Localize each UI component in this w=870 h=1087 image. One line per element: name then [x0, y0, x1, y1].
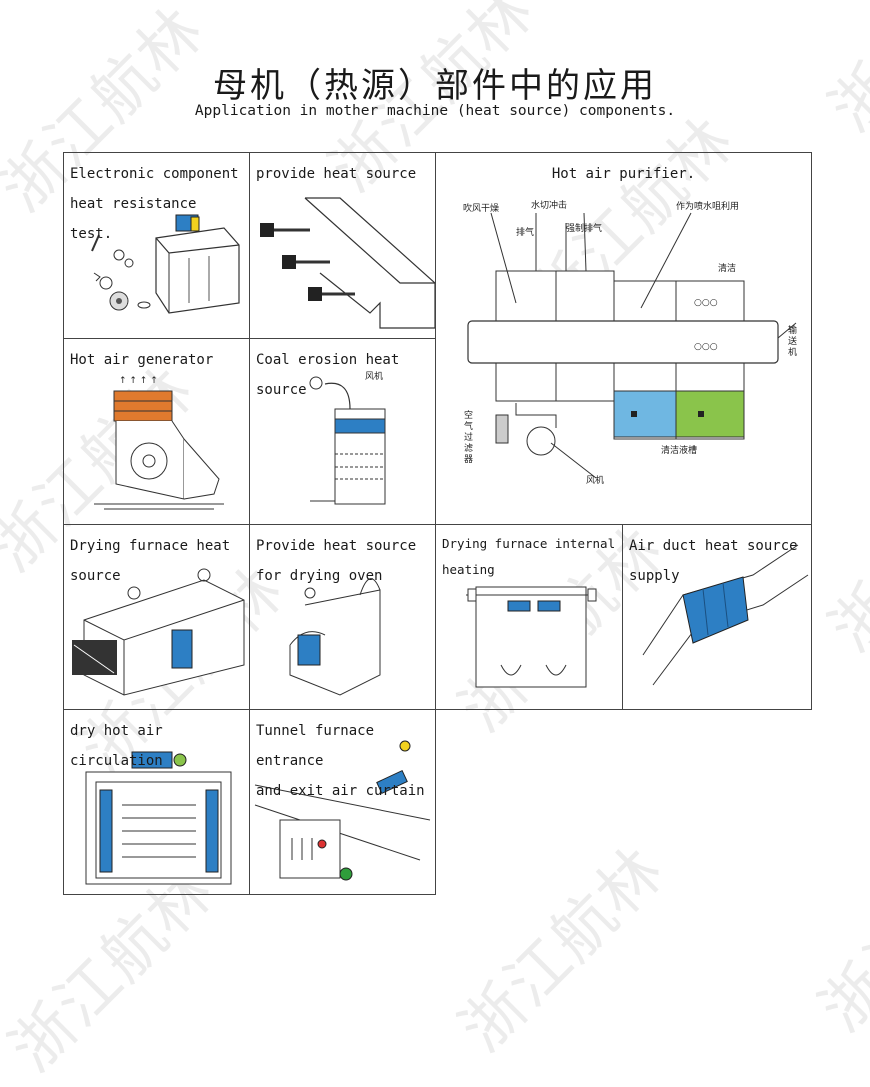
cell-drying-furnace: Drying furnace heat source	[63, 524, 250, 710]
cell-label: provide heat source	[256, 166, 417, 182]
purifier-label-clean-tank: 清洁液槽	[661, 444, 697, 456]
purifier-label-fan: 风机	[586, 474, 604, 486]
purifier-label-exhaust: 排气	[516, 226, 534, 238]
drying-oven-illustration	[289, 578, 381, 696]
purifier-label-water-cut: 水切冲击	[531, 199, 567, 211]
cell-label: Hot air purifier.	[551, 166, 696, 182]
purifier-label-nozzle: 作为喷水咀利用	[676, 200, 739, 212]
cell-label: Drying furnace heat source	[70, 538, 231, 584]
air-duct-illustration	[642, 544, 809, 686]
page-subtitle: Application in mother machine (heat sour…	[194, 103, 676, 119]
page-title: 母机（热源）部件中的应用	[213, 66, 657, 106]
purifier-label-air-filter: 空气过滤器	[464, 409, 473, 465]
cell-hot-air-generator: ↑ ↑ ↑ ↑ Hot air generator	[63, 338, 250, 525]
purifier-illustration: ○○○ ○○○ 吹风干燥 水切冲击 排气 强制排气 作为喷水咀利用 清洁 输送机…	[463, 199, 797, 486]
svg-text:↑ ↑ ↑ ↑: ↑ ↑ ↑ ↑	[119, 376, 158, 386]
cell-label: Coal erosion heat source	[256, 352, 400, 398]
electronic-test-illustration	[91, 214, 240, 314]
cell-furnace-internal: Drying furnace internal heating	[435, 524, 623, 710]
cell-label: Hot air generator	[70, 352, 214, 368]
cell-coal-erosion: 风机 Coal erosion heat source	[249, 338, 436, 525]
drying-furnace-illustration	[72, 568, 245, 696]
cell-hot-air-circulation: dry hot air circulation	[63, 709, 250, 895]
cell-tunnel-furnace: Tunnel furnace entrance and exit air cur…	[249, 709, 436, 895]
svg-text:○○○: ○○○	[694, 342, 718, 352]
watermark: 浙江航林	[805, 812, 870, 1046]
purifier-label-forced-exhaust: 强制排气	[566, 222, 602, 234]
coal-label-fan: 风机	[365, 370, 383, 382]
purifier-label-clean: 清洁	[718, 262, 736, 274]
cell-label: Provide heat source for drying oven	[256, 538, 417, 584]
watermark: 浙江航林	[445, 832, 679, 1066]
cell-label: Air duct heat source supply	[629, 538, 798, 584]
purifier-label-blow-dry: 吹风干燥	[463, 202, 499, 214]
tunnel-furnace-illustration	[254, 740, 431, 881]
svg-text:○○○: ○○○	[694, 298, 718, 308]
cell-drying-oven: Provide heat source for drying oven	[249, 524, 436, 710]
cell-label: Tunnel furnace entrance and exit air cur…	[256, 723, 425, 799]
hot-air-generator-illustration: ↑ ↑ ↑ ↑	[94, 376, 224, 510]
watermark: 浙江航林	[815, 432, 870, 666]
coal-erosion-illustration: 风机	[309, 370, 386, 505]
heat-source-illustration	[260, 197, 435, 329]
purifier-label-conveyor: 输送机	[788, 324, 797, 358]
cell-electronic-test: Electronic component heat resistance tes…	[63, 152, 250, 339]
furnace-internal-illustration	[466, 586, 597, 688]
cell-air-duct: Air duct heat source supply	[622, 524, 812, 710]
circulation-illustration	[85, 751, 232, 885]
cell-hot-air-purifier: ○○○ ○○○ 吹风干燥 水切冲击 排气 强制排气 作为喷水咀利用 清洁 输送机…	[435, 152, 812, 525]
cell-label: Electronic component heat resistance tes…	[70, 166, 239, 242]
cell-label: Drying furnace internal heating	[442, 536, 616, 577]
cell-heat-source: provide heat source	[249, 152, 436, 339]
cell-label: dry hot air circulation	[70, 723, 163, 769]
